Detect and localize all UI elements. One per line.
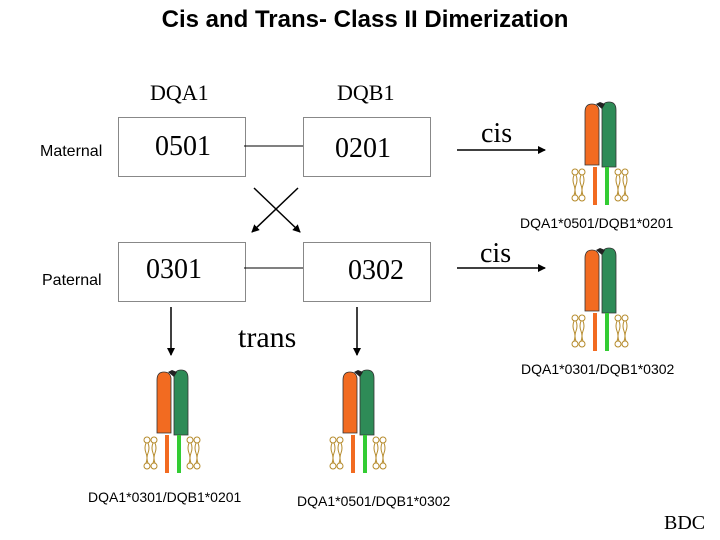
dqb1-column-header: DQB1: [337, 80, 395, 105]
maternal-dqa1-allele: 0501: [155, 131, 211, 162]
beta-tail: [605, 167, 609, 205]
cis-top-molecule: [571, 101, 629, 205]
alpha-chain: [342, 371, 358, 434]
cis-top-molecule-label: DQA1*0501/DQB1*0201: [520, 215, 674, 231]
maternal-dqb1-allele: 0201: [335, 133, 391, 164]
paternal-label: Paternal: [42, 272, 102, 289]
paternal-dqa1-allele: 0301: [146, 254, 202, 285]
maternal-dqa1-box: [118, 117, 246, 177]
trans-label: trans: [238, 321, 297, 354]
dqa1-column-header: DQA1: [150, 80, 209, 105]
alpha-tail: [593, 313, 597, 351]
peptide-icon: [354, 370, 363, 377]
paternal-dqb1-allele: 0302: [348, 255, 404, 286]
paternal-dqa1-box: [118, 242, 246, 302]
page-title: Cis and Trans- Class II Dimerization: [161, 6, 569, 33]
alpha-tail: [165, 435, 169, 473]
trans-left-molecule-label: DQA1*0301/DQB1*0201: [88, 489, 242, 505]
alpha-chain: [156, 371, 172, 434]
trans-right-molecule-label: DQA1*0501/DQB1*0302: [297, 493, 451, 509]
bdc-footer: BDC: [664, 512, 706, 534]
trans-right-molecule: [329, 369, 387, 473]
peptide-icon: [596, 248, 605, 255]
cis-bottom-molecule: [571, 247, 629, 351]
maternal-label: Maternal: [40, 143, 103, 160]
cis-top-label: cis: [481, 118, 513, 149]
trans-left-molecule: [143, 369, 201, 473]
cross-arrow-left: [251, 187, 299, 233]
beta-chain: [601, 101, 617, 168]
maternal-dqb1-box: [303, 117, 431, 177]
paternal-dqb1-box: [303, 242, 431, 302]
peptide-icon: [168, 370, 177, 377]
alpha-tail: [351, 435, 355, 473]
beta-chain: [173, 369, 189, 436]
alpha-chain: [584, 103, 600, 166]
cis-bottom-molecule-label: DQA1*0301/DQB1*0302: [521, 361, 675, 377]
alpha-tail: [593, 167, 597, 205]
beta-chain: [359, 369, 375, 436]
beta-chain: [601, 247, 617, 314]
alpha-chain: [584, 249, 600, 312]
peptide-icon: [596, 102, 605, 109]
cross-arrow-right: [253, 187, 301, 233]
beta-tail: [177, 435, 181, 473]
beta-tail: [363, 435, 367, 473]
beta-tail: [605, 313, 609, 351]
cis-bottom-label: cis: [480, 238, 512, 269]
